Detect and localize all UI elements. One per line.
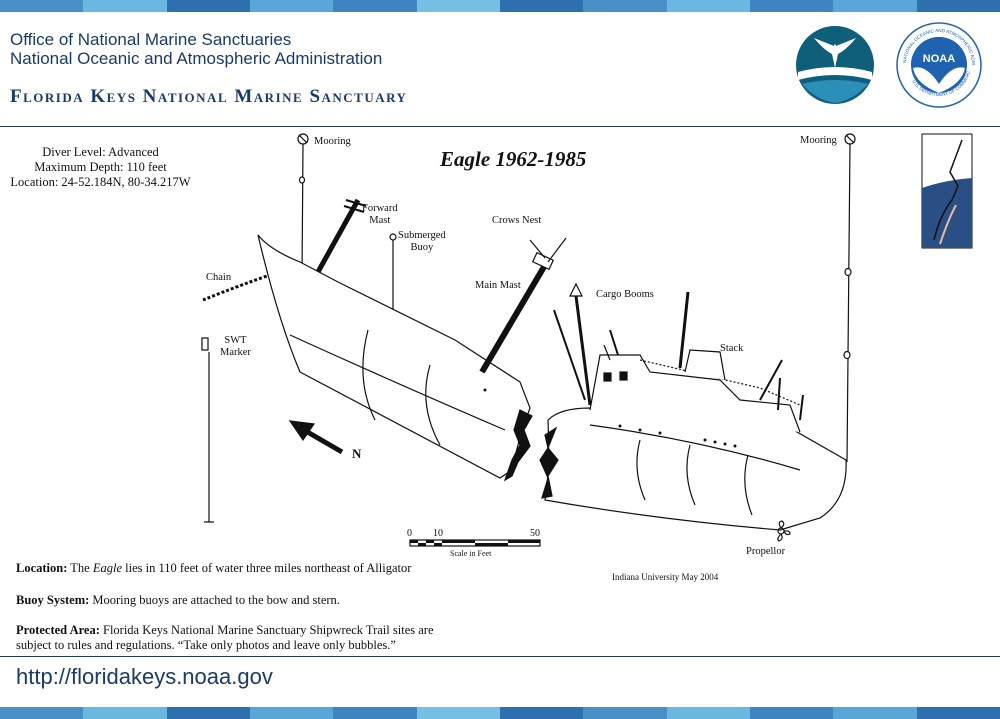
footer-rule (0, 656, 1000, 657)
header-rule (0, 126, 1000, 127)
label-swt-marker: SWT Marker (220, 335, 251, 358)
scale-label: Scale in Feet (450, 549, 492, 558)
diver-level: Diver Level: Advanced (42, 145, 159, 159)
label-stack: Stack (720, 343, 744, 354)
break-edge-bow (503, 409, 533, 482)
drawing-credit: Indiana University May 2004 (612, 572, 719, 582)
scale-tick-50: 50 (530, 528, 540, 539)
office-title: Office of National Marine Sanctuaries (10, 30, 292, 49)
scale-bar (409, 539, 541, 547)
stack (684, 349, 726, 381)
main-mast (479, 258, 551, 374)
stern-section (544, 407, 847, 531)
bottom-color-stripe (0, 707, 1000, 719)
mooring-line-right (846, 143, 851, 463)
label-submerged-buoy: Submerged Buoy (398, 230, 446, 253)
label-forward-mast: Forward Mast (362, 203, 398, 226)
scale-tick-10: 10 (433, 528, 443, 539)
agency-title: National Oceanic and Atmospheric Adminis… (10, 49, 383, 68)
label-mooring-left: Mooring (314, 136, 351, 147)
ship-title: Eagle 1962-1985 (440, 147, 587, 171)
noaa-logo-text: NOAA (923, 53, 955, 65)
info-protected-area: Protected Area: Florida Keys National Ma… (16, 623, 434, 652)
info-buoy-system: Buoy System: Mooring buoys are attached … (16, 593, 340, 607)
forward-mast (315, 198, 361, 274)
break-edge-stern (539, 426, 559, 499)
dive-location: Location: 24-52.184N, 80-34.217W (10, 175, 191, 189)
label-chain: Chain (206, 272, 232, 283)
max-depth: Maximum Depth: 110 feet (34, 160, 167, 174)
superstructure (589, 354, 801, 433)
label-crows-nest: Crows Nest (492, 215, 542, 226)
noaa-seagull-logo: NOAA NATIONAL OCEANIC AND ATMOSPHERIC AD… (896, 22, 982, 108)
info-location: Location: The Eagle lies in 110 feet of … (16, 561, 412, 575)
sanctuary-whale-tail-logo (796, 26, 874, 104)
label-propellor: Propellor (746, 546, 786, 557)
bow-section (257, 234, 531, 479)
cargo-boom-2 (678, 291, 690, 369)
swt-marker-plate (201, 337, 209, 351)
propeller-icon (777, 520, 791, 542)
inset-orientation-sketch (921, 133, 973, 249)
mooring-line-left (301, 143, 304, 279)
label-cargo-booms: Cargo Booms (596, 289, 654, 300)
scale-tick-0: 0 (407, 528, 412, 539)
mooring-float-icon (297, 133, 309, 145)
mooring-float-icon (844, 133, 856, 145)
top-color-stripe (0, 0, 1000, 12)
sanctuary-title: Florida Keys National Marine Sanctuary (10, 86, 408, 107)
website-link[interactable]: http://floridakeys.noaa.gov (16, 664, 273, 689)
label-mooring-right: Mooring (800, 135, 837, 146)
dive-info: Diver Level: Advanced Maximum Depth: 110… (8, 145, 193, 190)
label-main-mast: Main Mast (475, 280, 521, 291)
cargo-boom-1 (574, 295, 592, 406)
label-north: N (352, 446, 362, 461)
north-arrow-icon (288, 420, 344, 455)
